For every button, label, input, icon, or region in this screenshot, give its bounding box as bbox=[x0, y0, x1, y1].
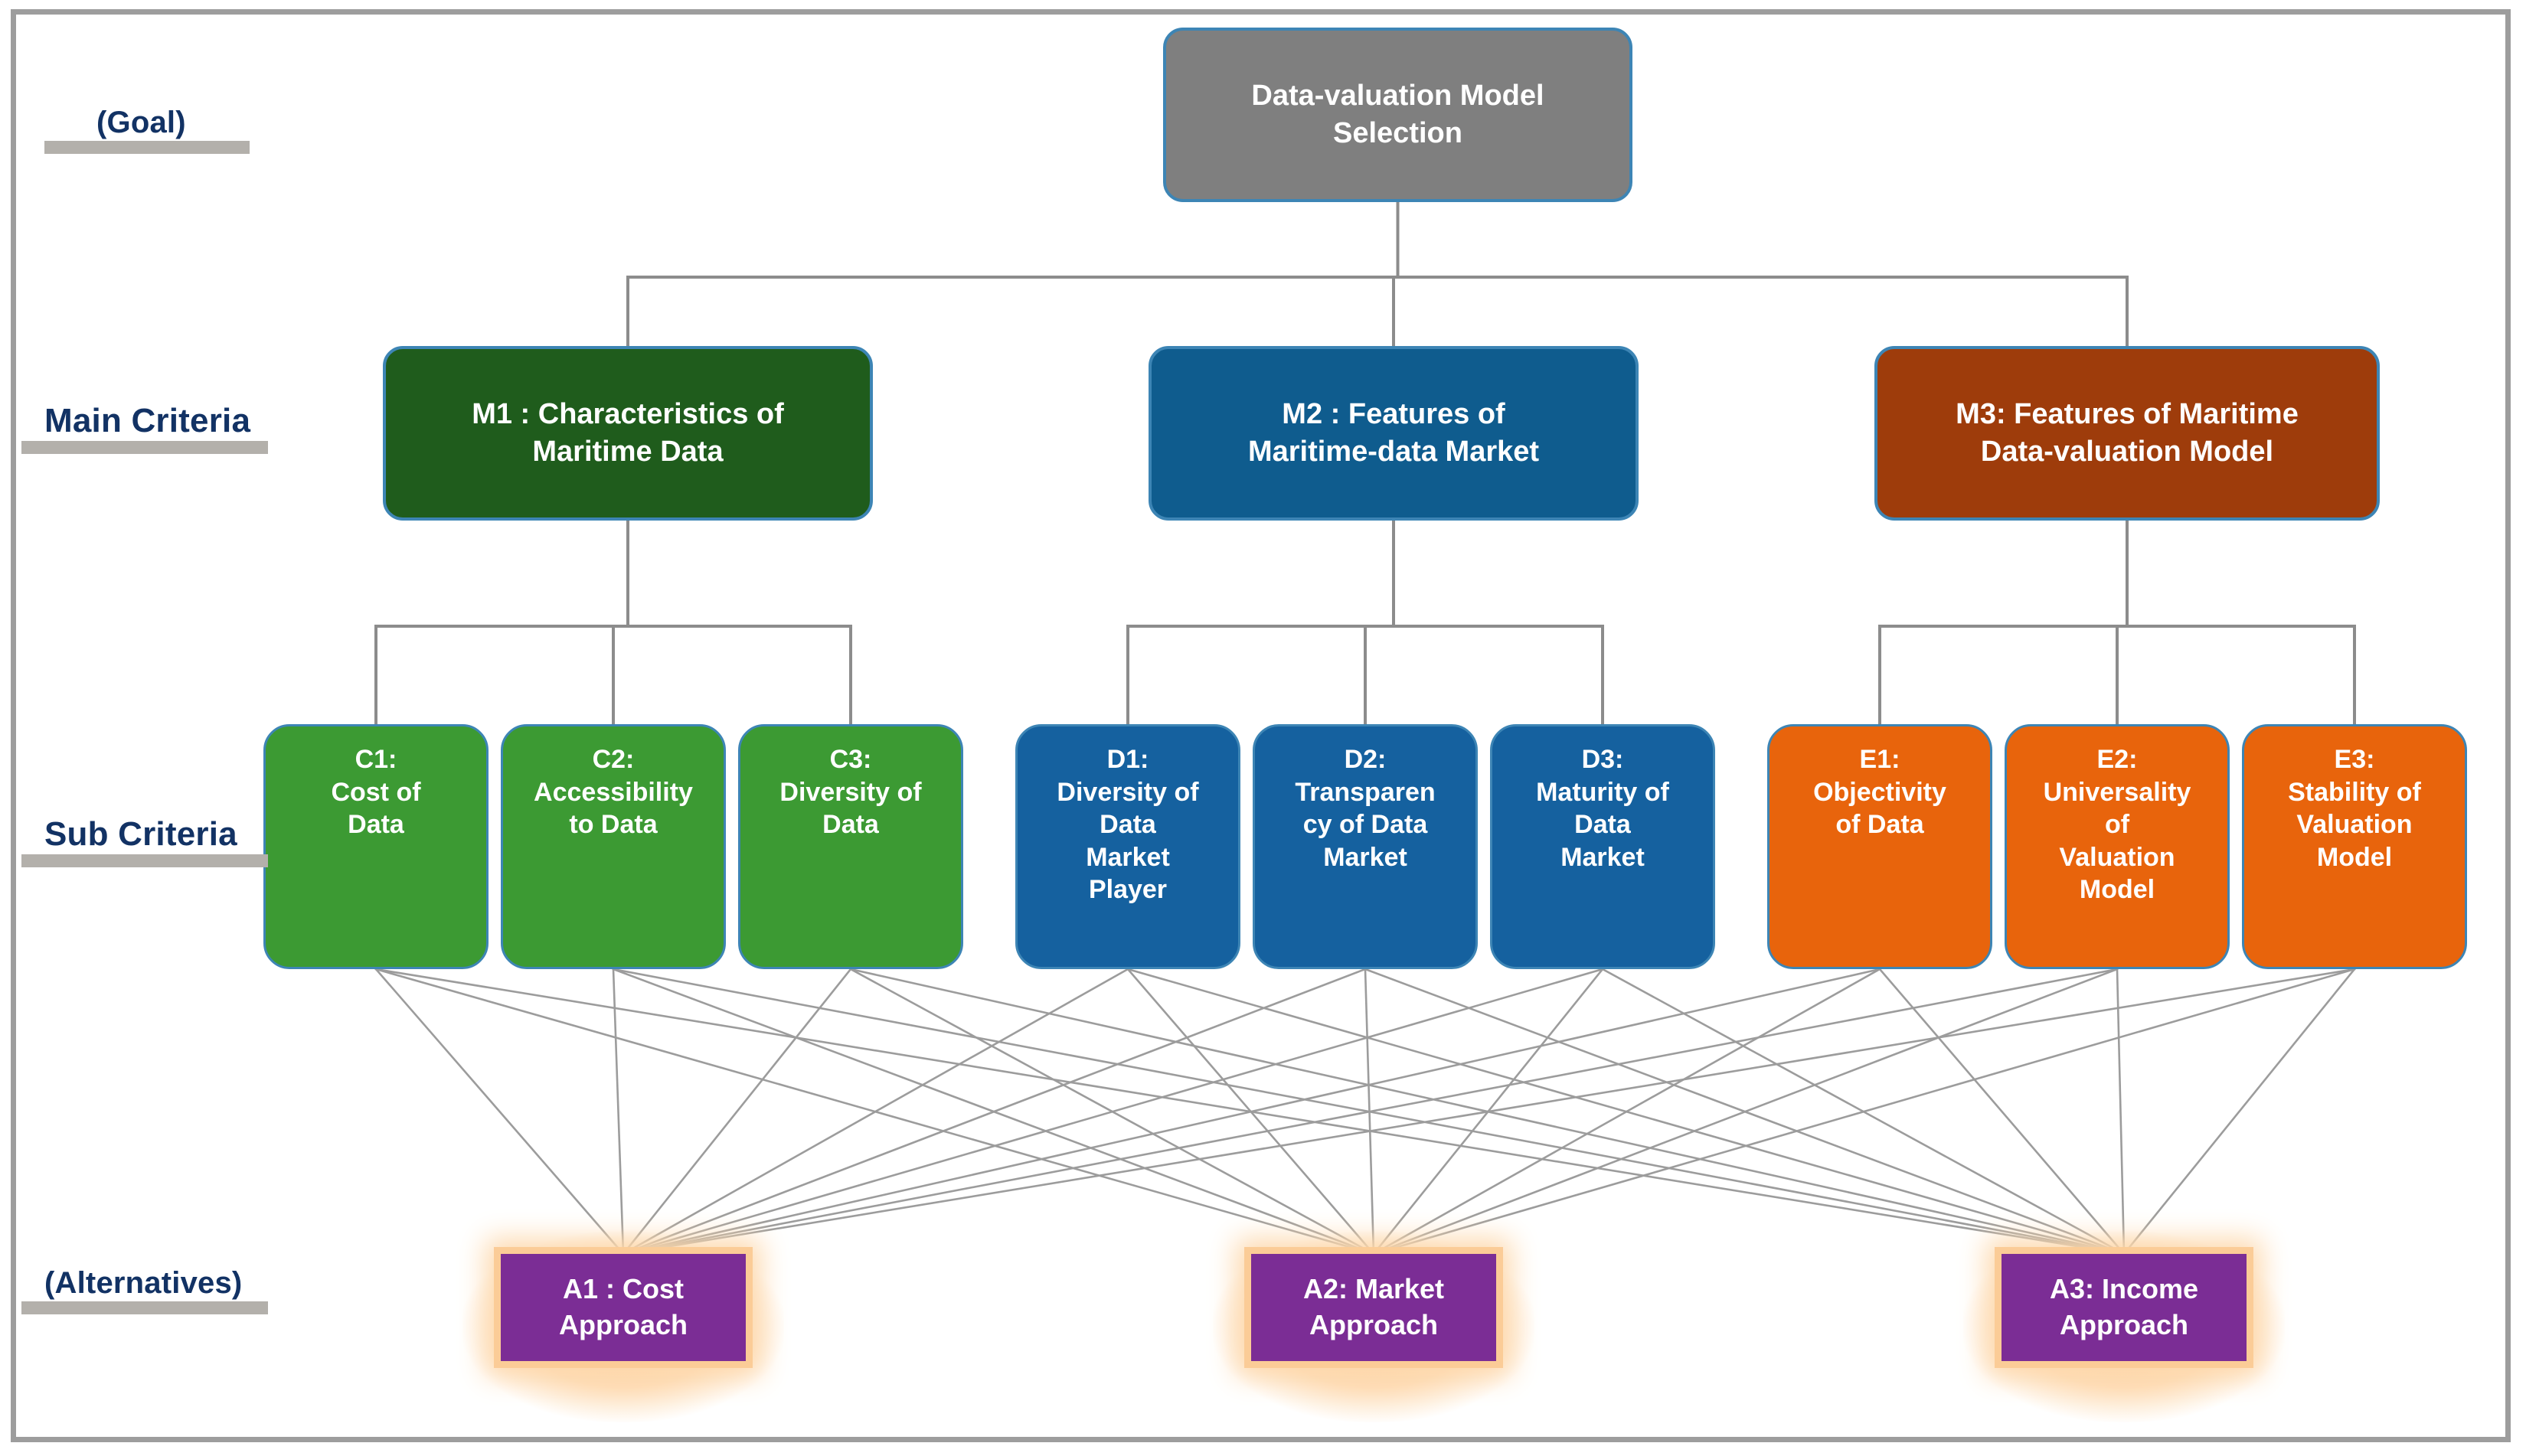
sub-criteria-d3-code: D3: bbox=[1581, 745, 1624, 774]
alternative-a2-line-1: A2: Market bbox=[1302, 1273, 1445, 1305]
sub-criteria-d3-line-3: Market bbox=[1560, 842, 1645, 872]
main-criteria-m1-line-1: M1 : Characteristics of bbox=[472, 397, 784, 430]
sub-criteria-e2-code: E2: bbox=[2096, 745, 2138, 774]
goal-node-label: Data-valuation Model Selection bbox=[1166, 77, 1629, 153]
sub-criteria-node-e3[interactable]: E3: Stability of Valuation Model bbox=[2242, 724, 2467, 969]
sub-criteria-c1-line-1: Cost of bbox=[331, 777, 421, 807]
sub-criteria-e3-code: E3: bbox=[2334, 745, 2375, 774]
sub-criteria-e3-line-1: Stability of bbox=[2288, 777, 2421, 807]
main-criteria-node-m3[interactable]: M3: Features of Maritime Data-valuation … bbox=[1874, 346, 2380, 521]
sub-criteria-e2-line-4: Model bbox=[2079, 875, 2155, 904]
sub-criteria-e3-line-2: Valuation bbox=[2296, 810, 2413, 839]
sub-criteria-d1-line-2: Data bbox=[1100, 810, 1156, 839]
sub-criteria-c3-label: C3: Diversity of Data bbox=[740, 743, 961, 841]
sub-criteria-e2-label: E2: Universality of Valuation Model bbox=[2007, 743, 2227, 906]
alternative-a1-label: A1 : Cost Approach bbox=[502, 1272, 744, 1343]
sub-criteria-c3-line-1: Diversity of bbox=[779, 777, 922, 807]
alternative-node-a1[interactable]: A1 : Cost Approach bbox=[501, 1254, 746, 1361]
sub-criteria-c2-code: C2: bbox=[592, 745, 635, 774]
alternative-a1-line-1: A1 : Cost bbox=[562, 1273, 684, 1305]
sub-criteria-e1-label: E1: Objectivity of Data bbox=[1770, 743, 1990, 841]
sub-criteria-e3-line-3: Model bbox=[2316, 842, 2393, 872]
alternative-node-a3[interactable]: A3: Income Approach bbox=[2002, 1254, 2247, 1361]
sub-criteria-node-d2[interactable]: D2: Transparen cy of Data Market bbox=[1253, 724, 1478, 969]
sub-criteria-node-e1[interactable]: E1: Objectivity of Data bbox=[1767, 724, 1992, 969]
sub-criteria-e3-label: E3: Stability of Valuation Model bbox=[2244, 743, 2465, 873]
sub-criteria-e2-line-1: Universality bbox=[2043, 777, 2191, 807]
goal-line-2: Selection bbox=[1333, 117, 1462, 149]
sub-criteria-d2-line-1: Transparen bbox=[1295, 777, 1436, 807]
main-criteria-m2-line-1: M2 : Features of bbox=[1282, 397, 1505, 430]
sub-criteria-d2-line-2: cy of Data bbox=[1302, 810, 1428, 839]
main-criteria-m2-line-2: Maritime-data Market bbox=[1247, 436, 1540, 468]
level-label-main-criteria: Main Criteria bbox=[21, 402, 268, 454]
sub-criteria-node-e2[interactable]: E2: Universality of Valuation Model bbox=[2005, 724, 2230, 969]
level-label-alternatives-rule bbox=[21, 1301, 268, 1314]
sub-criteria-node-d1[interactable]: D1: Diversity of Data Market Player bbox=[1015, 724, 1240, 969]
sub-criteria-c2-label: C2: Accessibility to Data bbox=[503, 743, 724, 841]
sub-criteria-d3-line-2: Data bbox=[1574, 810, 1631, 839]
sub-criteria-node-c1[interactable]: C1: Cost of Data bbox=[263, 724, 489, 969]
level-label-goal-text: (Goal) bbox=[96, 106, 186, 139]
sub-criteria-d1-label: D1: Diversity of Data Market Player bbox=[1018, 743, 1238, 906]
alternative-a3-line-2: Approach bbox=[2059, 1309, 2188, 1340]
sub-criteria-node-c3[interactable]: C3: Diversity of Data bbox=[738, 724, 963, 969]
main-criteria-m2-label: M2 : Features of Maritime-data Market bbox=[1152, 396, 1636, 472]
level-label-goal-rule bbox=[44, 141, 250, 154]
level-label-alternatives-text: (Alternatives) bbox=[44, 1266, 243, 1300]
sub-criteria-e2-line-2: of bbox=[2104, 810, 2130, 839]
sub-criteria-d1-line-1: Diversity of bbox=[1057, 777, 1199, 807]
level-label-main-criteria-rule bbox=[21, 441, 268, 454]
sub-criteria-e2-line-3: Valuation bbox=[2059, 842, 2175, 872]
sub-criteria-d1-line-4: Player bbox=[1088, 875, 1168, 904]
sub-criteria-d2-code: D2: bbox=[1344, 745, 1387, 774]
main-criteria-m1-line-2: Maritime Data bbox=[532, 436, 724, 468]
sub-criteria-c1-code: C1: bbox=[355, 745, 397, 774]
sub-criteria-c3-code: C3: bbox=[829, 745, 872, 774]
sub-criteria-e1-code: E1: bbox=[1859, 745, 1900, 774]
sub-criteria-c2-line-2: to Data bbox=[569, 810, 658, 839]
alternative-a1-line-2: Approach bbox=[558, 1309, 688, 1340]
main-criteria-m3-line-1: M3: Features of Maritime bbox=[1956, 397, 2299, 430]
level-label-main-criteria-text: Main Criteria bbox=[44, 402, 251, 439]
sub-criteria-node-c2[interactable]: C2: Accessibility to Data bbox=[501, 724, 726, 969]
main-criteria-m3-label: M3: Features of Maritime Data-valuation … bbox=[1877, 396, 2377, 472]
sub-criteria-d1-line-3: Market bbox=[1086, 842, 1170, 872]
sub-criteria-c1-line-2: Data bbox=[348, 810, 404, 839]
sub-criteria-d2-label: D2: Transparen cy of Data Market bbox=[1255, 743, 1475, 873]
main-criteria-node-m2[interactable]: M2 : Features of Maritime-data Market bbox=[1149, 346, 1639, 521]
alternative-a3-label: A3: Income Approach bbox=[2003, 1272, 2245, 1343]
sub-criteria-c1-label: C1: Cost of Data bbox=[266, 743, 486, 841]
level-label-sub-criteria: Sub Criteria bbox=[21, 815, 268, 867]
sub-criteria-node-d3[interactable]: D3: Maturity of Data Market bbox=[1490, 724, 1715, 969]
alternative-a3-line-1: A3: Income bbox=[2049, 1273, 2199, 1305]
sub-criteria-d2-line-3: Market bbox=[1323, 842, 1407, 872]
level-label-alternatives: (Alternatives) bbox=[21, 1266, 268, 1314]
main-criteria-m1-label: M1 : Characteristics of Maritime Data bbox=[386, 396, 870, 472]
sub-criteria-c2-line-1: Accessibility bbox=[534, 777, 693, 807]
sub-criteria-e1-line-2: of Data bbox=[1835, 810, 1924, 839]
goal-line-1: Data-valuation Model bbox=[1251, 79, 1544, 112]
alternative-node-a2[interactable]: A2: Market Approach bbox=[1251, 1254, 1496, 1361]
alternative-a2-line-2: Approach bbox=[1309, 1309, 1438, 1340]
alternative-a2-label: A2: Market Approach bbox=[1253, 1272, 1495, 1343]
goal-node[interactable]: Data-valuation Model Selection bbox=[1163, 28, 1632, 202]
sub-criteria-d3-label: D3: Maturity of Data Market bbox=[1492, 743, 1713, 873]
sub-criteria-d1-code: D1: bbox=[1106, 745, 1149, 774]
sub-criteria-e1-line-1: Objectivity bbox=[1813, 777, 1946, 807]
main-criteria-node-m1[interactable]: M1 : Characteristics of Maritime Data bbox=[383, 346, 873, 521]
level-label-goal: (Goal) bbox=[44, 106, 250, 154]
main-criteria-m3-line-2: Data-valuation Model bbox=[1980, 436, 2274, 468]
level-label-sub-criteria-text: Sub Criteria bbox=[44, 815, 237, 853]
sub-criteria-c3-line-2: Data bbox=[822, 810, 879, 839]
level-label-sub-criteria-rule bbox=[21, 854, 268, 867]
sub-criteria-d3-line-1: Maturity of bbox=[1536, 777, 1669, 807]
